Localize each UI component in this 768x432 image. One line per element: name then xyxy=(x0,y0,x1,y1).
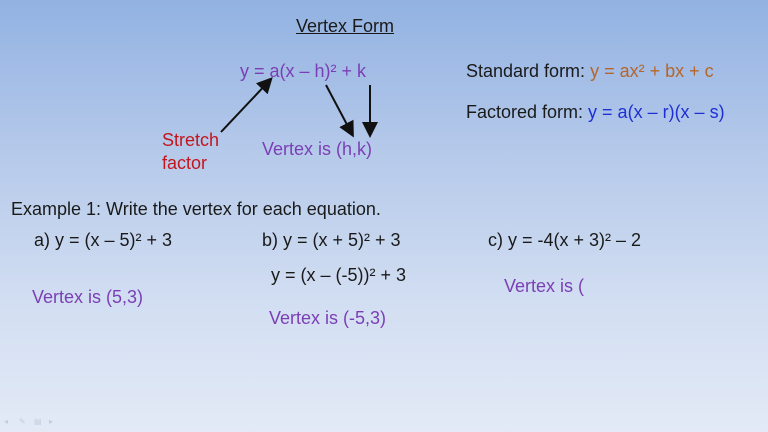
factored-form-label: Factored form: xyxy=(466,102,589,122)
example-c-equation: c) y = -4(x + 3)² – 2 xyxy=(488,230,642,250)
standard-form-label: Standard form: xyxy=(466,61,591,81)
factored-form-line: Factored form: y = a(x – r)(x – s) xyxy=(466,101,725,123)
stretch-factor-label-line1: Stretch xyxy=(162,130,220,150)
h-arrow xyxy=(325,84,354,138)
stretch-factor-label-line2: factor xyxy=(162,153,208,173)
next-slide-icon[interactable]: ▸ xyxy=(49,417,54,426)
example-heading: Example 1: Write the vertex for each equ… xyxy=(11,199,381,219)
previous-slide-icon[interactable]: ◂ xyxy=(4,417,9,426)
example-c-answer: Vertex is ( xyxy=(504,276,585,296)
example-a-equation: a) y = (x – 5)² + 3 xyxy=(34,230,173,250)
standard-form-line: Standard form: y = ax² + bx + c xyxy=(466,60,714,82)
stretch-arrow xyxy=(220,77,273,133)
example-b-rewrite: y = (x – (-5))² + 3 xyxy=(271,265,407,285)
example-b-answer: Vertex is (-5,3) xyxy=(269,308,387,328)
vertex-form-equation: y = a(x – h)² + k xyxy=(240,61,367,81)
factored-form-equation: y = a(x – r)(x – s) xyxy=(588,102,725,122)
example-b-equation: b) y = (x + 5)² + 3 xyxy=(262,230,401,250)
vertex-note: Vertex is (h,k) xyxy=(262,139,373,159)
slideshow-controls: ◂ ✎ ▤ ▸ xyxy=(4,417,58,426)
pen-icon[interactable]: ✎ xyxy=(19,417,26,426)
menu-icon[interactable]: ▤ xyxy=(34,417,42,426)
standard-form-equation: y = ax² + bx + c xyxy=(590,61,714,81)
slide-title: Vertex Form xyxy=(296,16,395,36)
example-a-answer: Vertex is (5,3) xyxy=(32,287,144,307)
